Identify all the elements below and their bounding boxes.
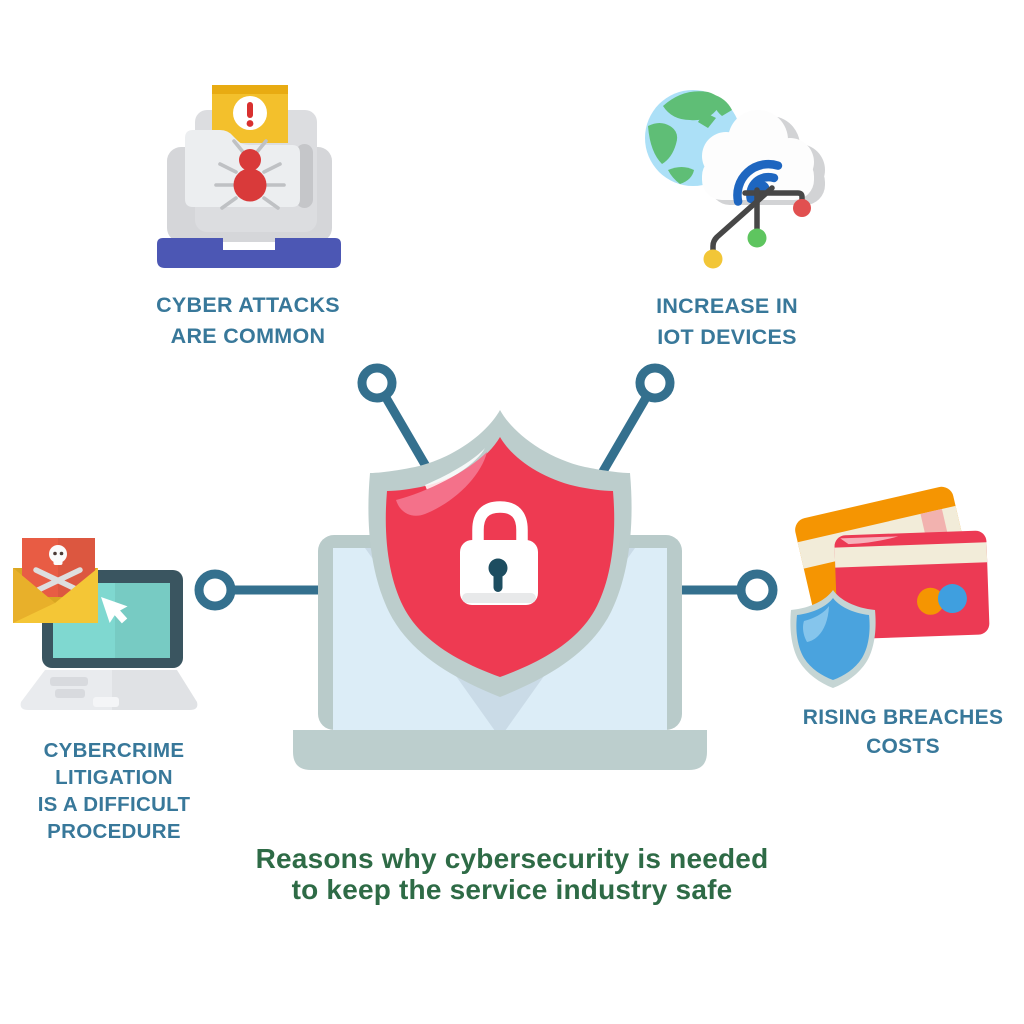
card-circle-blue (937, 584, 967, 614)
node-yellow (703, 249, 723, 269)
card-circle-orange (917, 587, 945, 615)
label-iot-devices: INCREASE IN IOT DEVICES (656, 294, 798, 349)
infected-file (185, 130, 300, 207)
connector-ring-left (194, 569, 236, 611)
connector-ring-right (736, 569, 778, 611)
node-green (747, 228, 767, 248)
padlock-icon (460, 501, 538, 605)
credit-cards-shield-icon (790, 486, 990, 688)
skull-icon (33, 545, 83, 594)
label-cybercrime-litigation: CYBERCRIME LITIGATION IS A DIFFICULT PRO… (37, 739, 191, 843)
label-rising-breaches: RISING BREACHES COSTS (802, 706, 1004, 758)
network-nodes (703, 185, 811, 269)
connector-ring-top-right (635, 363, 675, 403)
small-shield-icon (790, 590, 876, 688)
cursor-icon (101, 597, 128, 624)
malware-laptop-icon (157, 85, 341, 268)
phishing-envelope (13, 538, 98, 623)
laptop-dock (157, 238, 341, 268)
crossbones (33, 567, 83, 594)
keyhole (493, 570, 503, 592)
connector-rings (194, 363, 778, 611)
phishing-email-laptop-icon (13, 538, 198, 710)
infographic-title: Reasons why cybersecurity is needed to k… (255, 843, 769, 905)
laptop-base (293, 730, 707, 770)
label-cyber-attacks: CYBER ATTACKS ARE COMMON (156, 293, 340, 348)
iot-cloud-globe-icon (645, 90, 825, 269)
node-red (793, 199, 811, 217)
exclamation-icon (247, 102, 253, 118)
bug-icon (214, 139, 286, 210)
shield-highlight (396, 452, 487, 516)
laptop-shield-lock-icon (194, 363, 778, 770)
connector-ring-top-left (357, 363, 397, 403)
